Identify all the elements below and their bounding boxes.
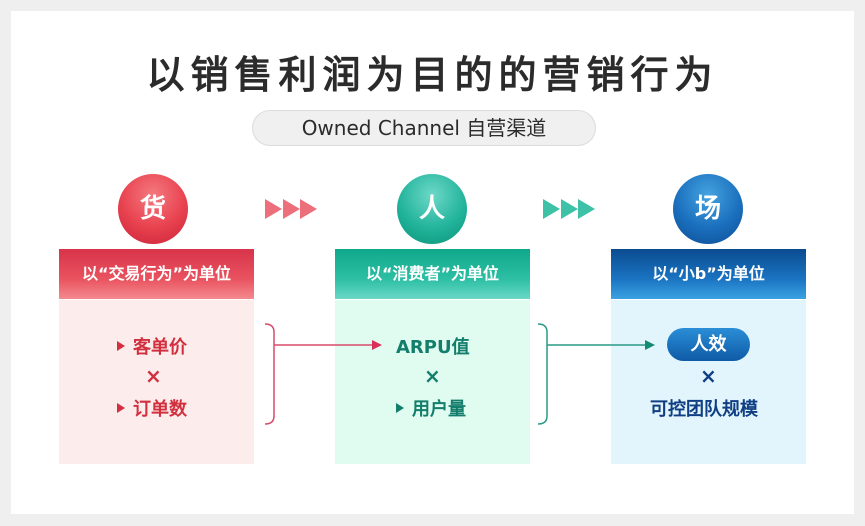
- arrowhead-icon: [372, 340, 382, 350]
- multiply-sign: ×: [700, 364, 717, 388]
- goods-header: 以“交易行为”为单位: [59, 249, 254, 299]
- goods-panel: [59, 300, 254, 464]
- multiply-sign: ×: [424, 364, 441, 388]
- page-title: 以销售利润为目的的营销行为: [146, 53, 719, 97]
- bullet-triangle-icon: [117, 341, 125, 351]
- list-item: 可控团队规模: [650, 399, 758, 420]
- list-item: ARPU值: [396, 337, 470, 358]
- bullet-triangle-icon: [117, 403, 125, 413]
- arrowhead-icon: [645, 340, 655, 350]
- subtitle-pill: Owned Channel 自营渠道: [252, 110, 596, 146]
- chevron-right-icon: [300, 199, 317, 219]
- bullet-triangle-icon: [396, 403, 404, 413]
- chevron-right-icon: [578, 199, 595, 219]
- chevron-right-icon: [561, 199, 578, 219]
- people-circle: 人: [397, 174, 467, 244]
- people-panel: [335, 300, 530, 464]
- multiply-sign: ×: [145, 364, 162, 388]
- chevron-right-icon: [543, 199, 560, 219]
- place-circle: 场: [673, 174, 743, 244]
- goods-circle: 货: [118, 174, 188, 244]
- chevron-right-icon: [283, 199, 300, 219]
- brace-bracket-teal: [537, 323, 548, 425]
- list-item: 订单数: [117, 395, 187, 421]
- chevron-right-icon: [265, 199, 282, 219]
- brace-bracket-red: [264, 323, 275, 425]
- people-header: 以“消费者”为单位: [335, 249, 530, 299]
- place-header: 以“小b”为单位: [611, 249, 806, 299]
- list-item: 用户量: [396, 395, 466, 421]
- list-item: 客单价: [117, 333, 187, 359]
- efficiency-pill: 人效: [667, 328, 750, 361]
- place-panel: [611, 300, 806, 464]
